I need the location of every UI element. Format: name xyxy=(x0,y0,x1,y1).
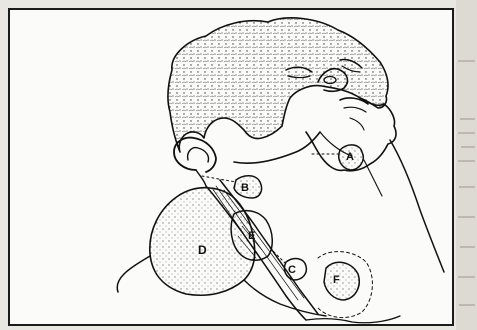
label-e: E xyxy=(248,230,255,242)
clavicle xyxy=(306,316,400,323)
jaw-line xyxy=(234,132,320,163)
head-hair xyxy=(168,18,388,152)
label-a: A xyxy=(346,151,354,163)
label-f: F xyxy=(333,274,340,286)
mass-f xyxy=(324,262,359,300)
label-d: D xyxy=(198,243,207,257)
label-c: C xyxy=(288,264,296,276)
label-b: B xyxy=(241,182,249,194)
leader-b xyxy=(202,176,236,182)
neck-front-line xyxy=(390,140,444,272)
shoulder-left xyxy=(117,256,150,292)
